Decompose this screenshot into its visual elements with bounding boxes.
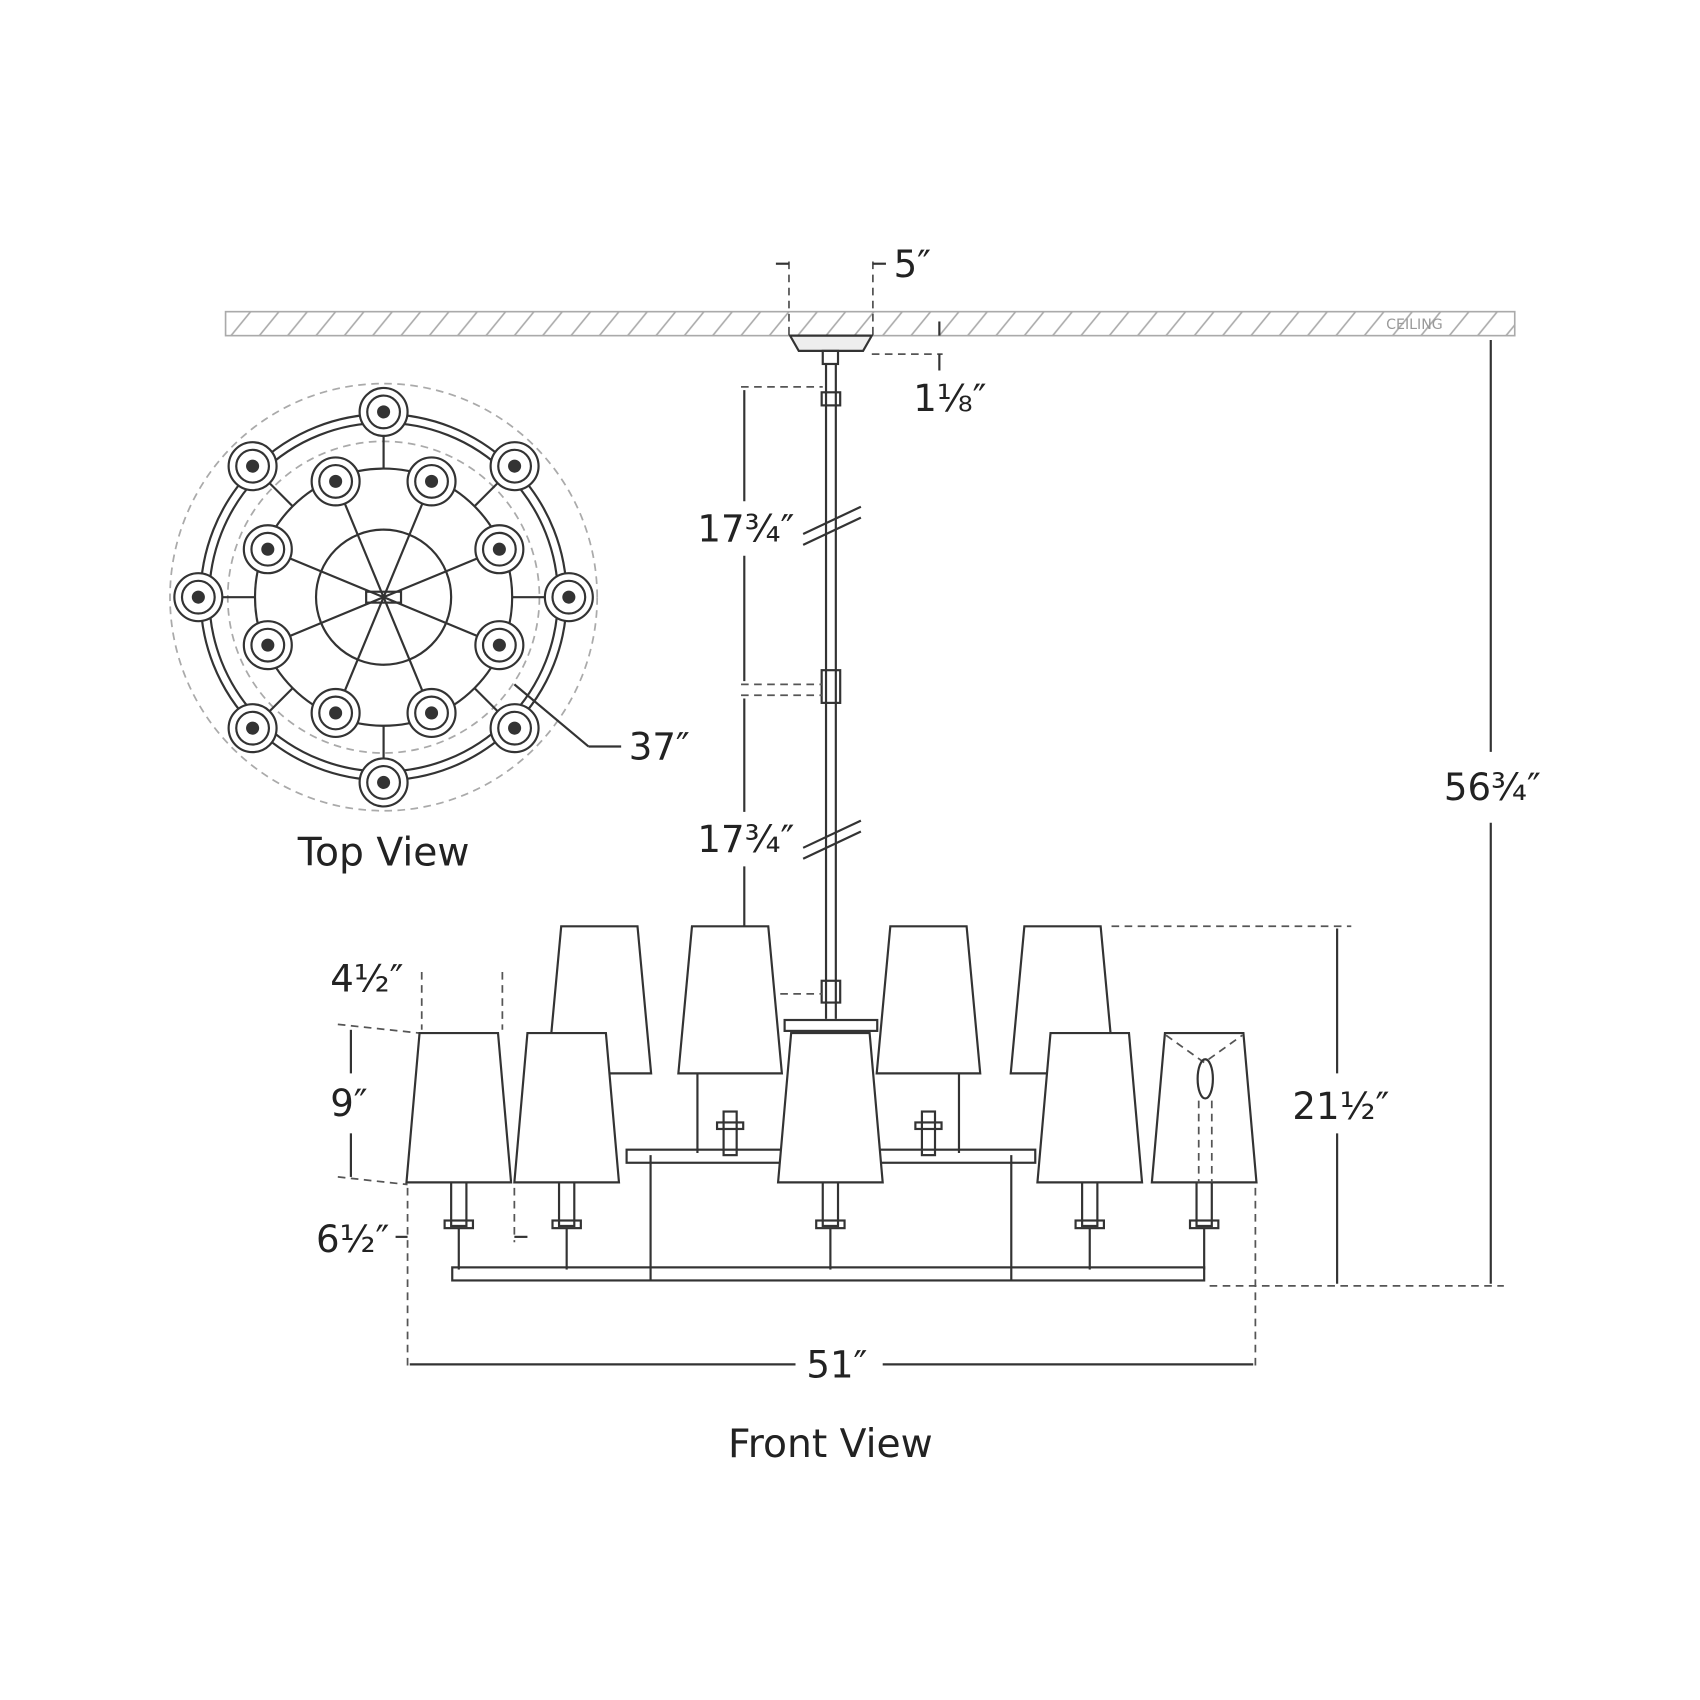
top-view-label: Top View: [297, 830, 470, 875]
rod-lower-label: 17¾″: [697, 818, 794, 861]
bulb: [1196, 1058, 1214, 1100]
shade-top-width-label: 4½″: [330, 958, 403, 1001]
fixture-height-label: 21½″: [1292, 1085, 1389, 1128]
front-shade-cutaway: [1150, 1031, 1258, 1184]
front-shade: [1036, 1031, 1144, 1184]
front-shade: [513, 1031, 621, 1184]
top-view-drawing: [169, 382, 599, 812]
spoke: [382, 596, 411, 661]
light-cup: [358, 757, 409, 808]
shade-offset-label: 6½″: [316, 1218, 389, 1261]
spoke: [383, 596, 447, 625]
shade-height-label: 9″: [330, 1082, 367, 1125]
cutaway-candle: [1165, 1034, 1243, 1183]
canopy-and-rod: [788, 334, 874, 1019]
spoke: [382, 534, 411, 598]
light-cup: [474, 620, 525, 671]
overall-height-label: 56¾″: [1444, 766, 1541, 809]
candle: [722, 1110, 738, 1157]
light-cup: [406, 687, 457, 739]
top-diameter-label: 37″: [629, 726, 690, 769]
diameter-leader: [513, 683, 590, 748]
light-cup: [474, 524, 525, 575]
light-cup: [489, 441, 540, 492]
candle: [920, 1110, 937, 1157]
ceiling-label: CEILING: [1386, 317, 1443, 333]
spoke: [320, 596, 385, 625]
light-cup: [310, 456, 361, 507]
front-shade: [776, 1031, 884, 1184]
ceiling: CEILING: [224, 310, 1516, 337]
back-shade: [875, 925, 982, 1075]
light-cup: [489, 703, 540, 754]
canopy-height-label: 1⅛″: [913, 377, 986, 420]
spoke: [356, 596, 385, 661]
spoke: [383, 570, 447, 599]
overall-width-label: 51″: [806, 1343, 867, 1386]
front-view-drawing: [405, 925, 1258, 1282]
light-cup: [406, 456, 457, 507]
rod-upper-label: 17¾″: [697, 508, 794, 551]
spoke: [320, 570, 385, 599]
candle-cup: [715, 1121, 745, 1131]
front-view-label: Front View: [728, 1422, 933, 1467]
light-cup: [310, 687, 361, 739]
light-cup: [543, 572, 594, 623]
light-cup: [227, 703, 278, 754]
light-cup: [358, 386, 409, 437]
canopy-width-label: 5″: [894, 243, 931, 286]
spoke: [356, 534, 385, 598]
light-cup: [227, 441, 278, 492]
light-cup: [242, 620, 293, 671]
candle-cup: [914, 1121, 943, 1131]
back-shade: [677, 925, 784, 1075]
front-shade: [405, 1031, 513, 1184]
light-cup: [173, 572, 224, 623]
light-cup: [242, 524, 293, 575]
